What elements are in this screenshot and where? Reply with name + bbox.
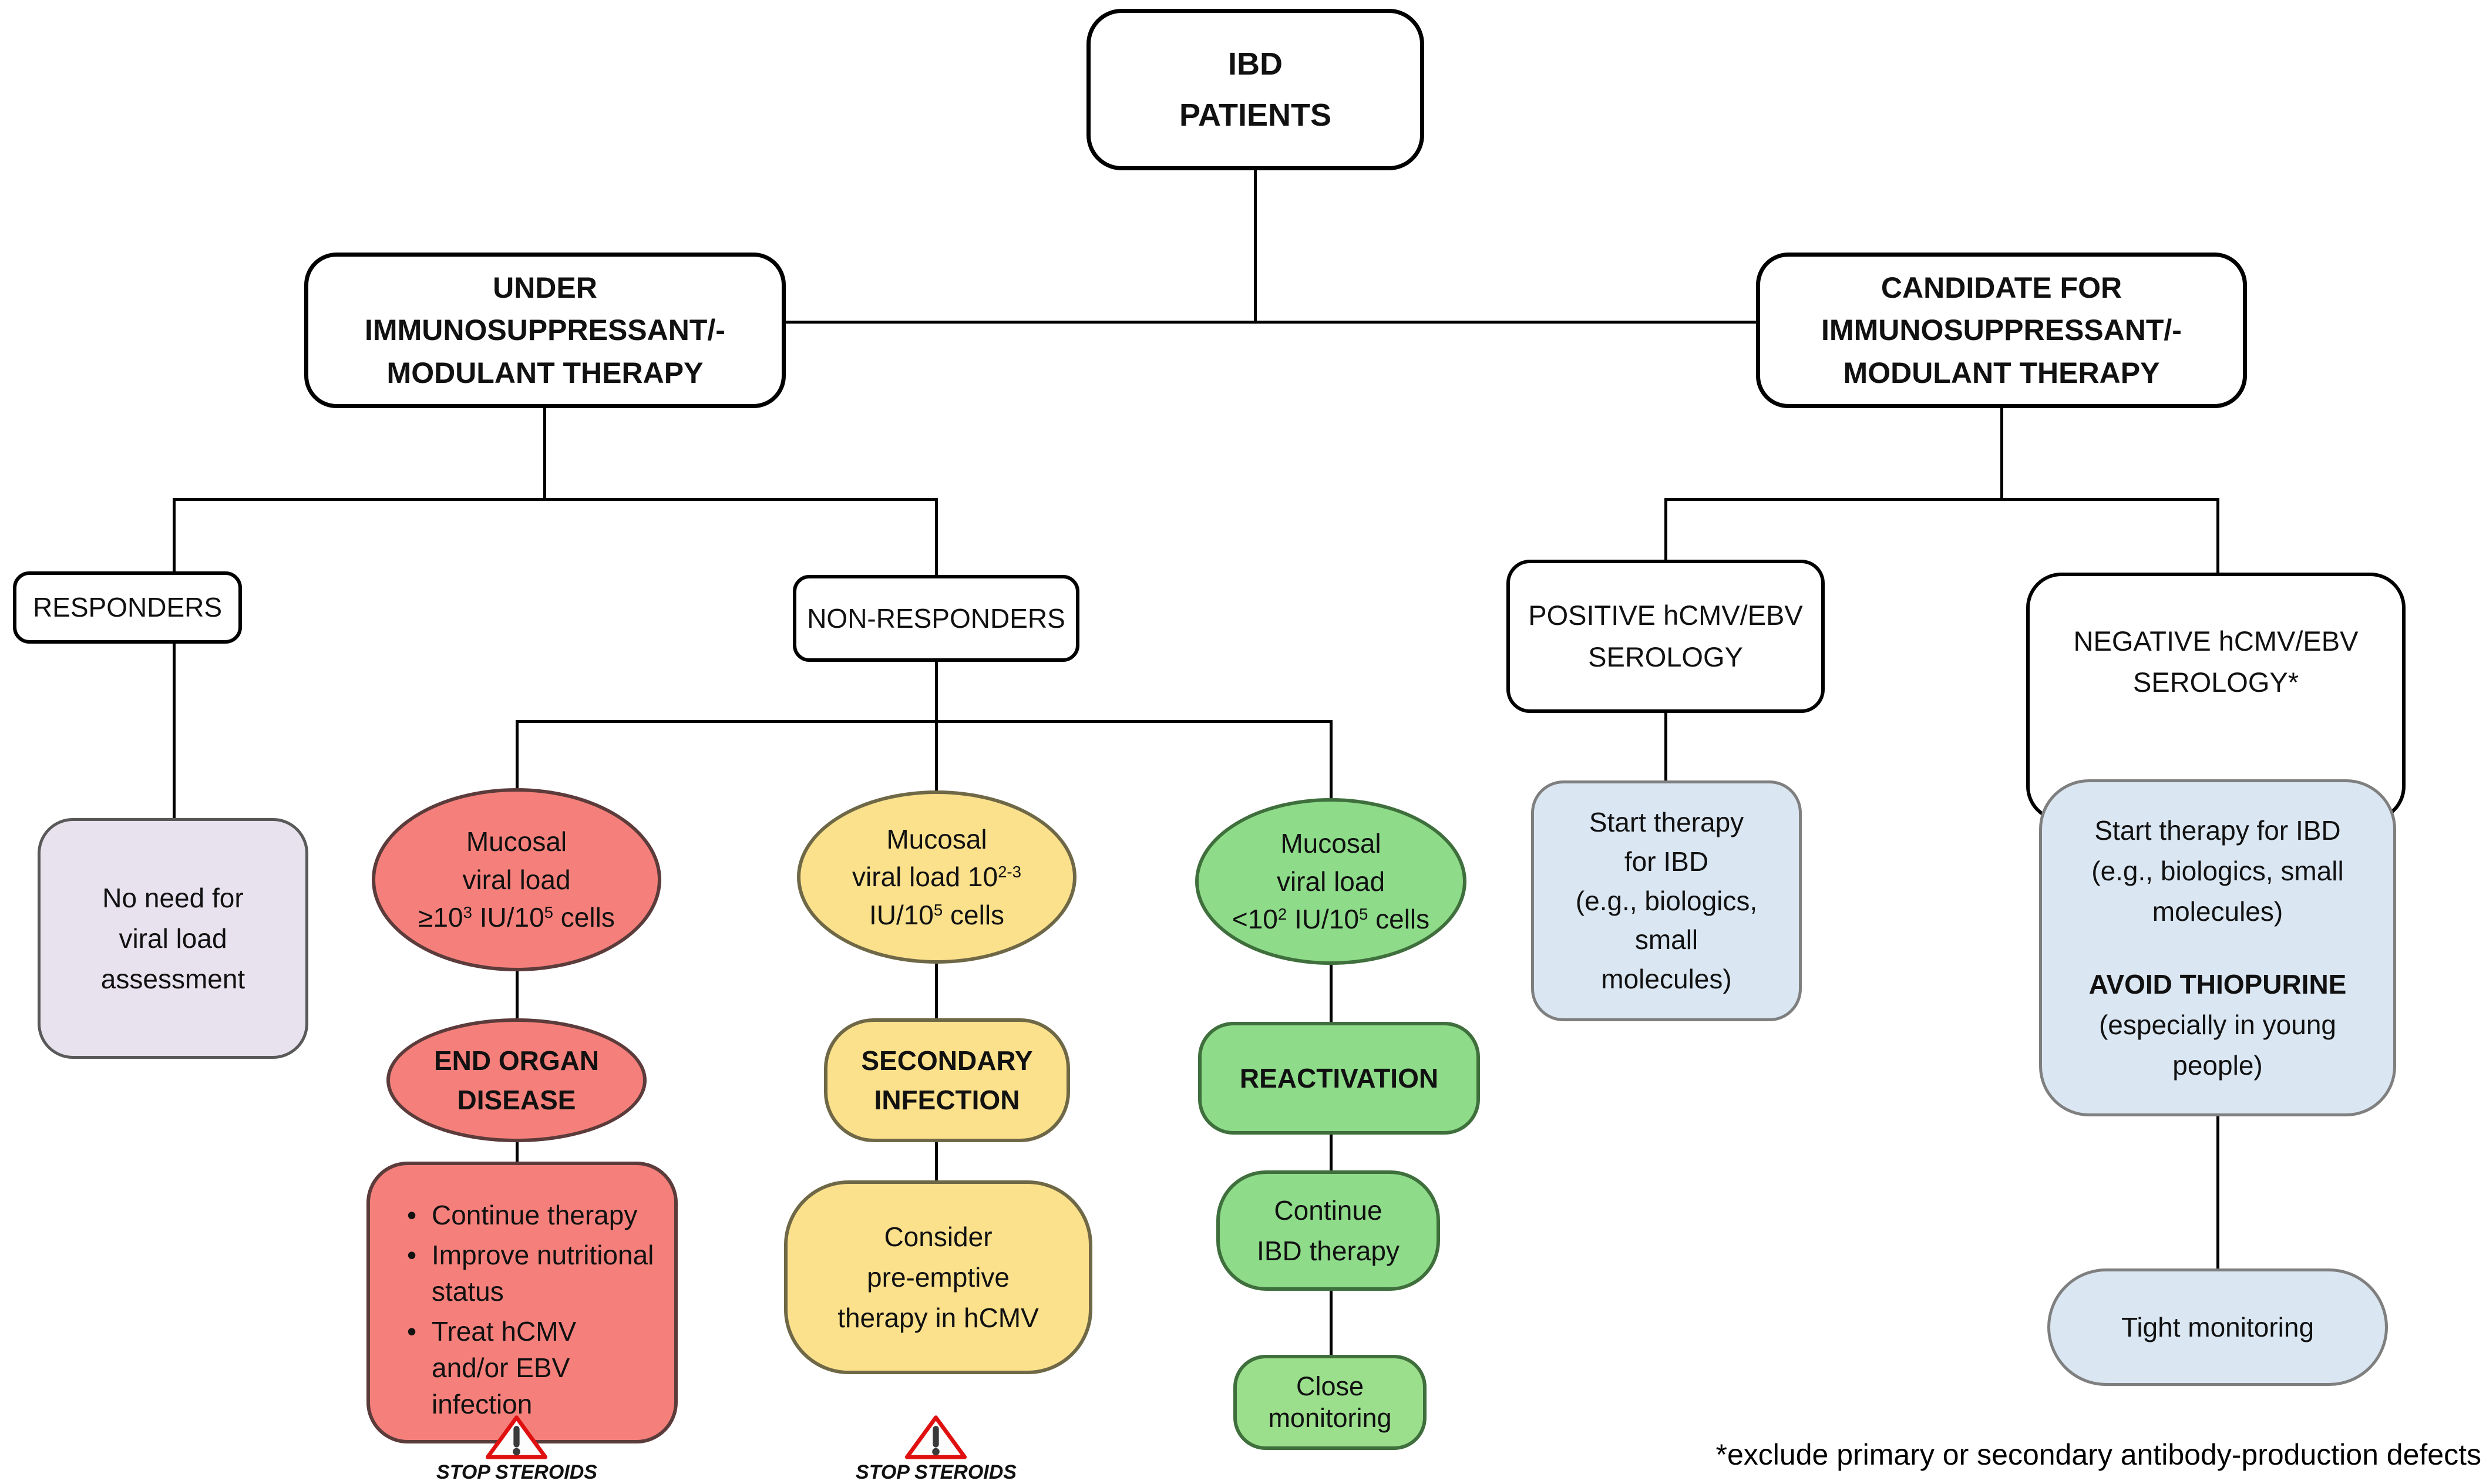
- node-end-organ-disease: END ORGAN DISEASE: [386, 1018, 647, 1142]
- node-non-responders: NON-RESPONDERS: [793, 575, 1079, 662]
- node-label: (especially in young people): [2098, 1009, 2336, 1081]
- connector: [516, 1142, 519, 1162]
- connector: [173, 644, 176, 818]
- connector: [935, 498, 938, 575]
- node-label: Consider pre-emptive therapy in hCMV: [837, 1221, 1039, 1333]
- node-label: IBD PATIENTS: [1179, 46, 1331, 133]
- node-label: END ORGAN DISEASE: [433, 1045, 600, 1115]
- node-label: Tight monitoring: [2121, 1311, 2315, 1342]
- stop-steroids-label: STOP STEROIDS: [856, 1461, 1017, 1483]
- connector: [516, 720, 519, 788]
- connector: [785, 321, 1757, 324]
- node-label: UNDER IMMUNOSUPPRESSANT/- MODULANT THERA…: [365, 271, 725, 389]
- node-label: NEGATIVE hCMV/EBV SEROLOGY*: [2073, 625, 2359, 698]
- connector: [173, 498, 937, 501]
- node-candidate-therapy: CANDIDATE FOR IMMUNOSUPPRESSANT/- MODULA…: [1756, 253, 2247, 408]
- node-label-formula: <102 IU/105 cells: [1232, 904, 1430, 935]
- node-tight-monitoring: Tight monitoring: [2047, 1268, 2388, 1386]
- node-label: Close monitoring: [1268, 1371, 1392, 1433]
- list-item: Improve nutritional status: [402, 1237, 660, 1310]
- node-label: Mucosal: [886, 823, 987, 854]
- connector: [935, 720, 938, 790]
- node-label: No need for viral load assessment: [100, 882, 245, 994]
- node-close-monitoring: Close monitoring: [1233, 1355, 1427, 1450]
- connector: [1664, 498, 1667, 560]
- node-ibd-patients: IBD PATIENTS: [1086, 9, 1424, 170]
- node-preemptive-therapy: Consider pre-emptive therapy in hCMV: [784, 1180, 1092, 1374]
- node-viral-load-mid: Mucosal viral load 102-3 IU/105 cells: [797, 790, 1077, 964]
- node-label: CANDIDATE FOR IMMUNOSUPPRESSANT/- MODULA…: [1821, 271, 2182, 389]
- connector: [543, 407, 546, 499]
- connector: [1254, 167, 1257, 322]
- connector: [516, 720, 1332, 723]
- node-label: Mucosal viral load: [462, 826, 571, 895]
- node-under-therapy: UNDER IMMUNOSUPPRESSANT/- MODULANT THERA…: [304, 253, 786, 408]
- connector: [2216, 498, 2219, 573]
- node-label: SECONDARY INFECTION: [861, 1045, 1033, 1115]
- list-item: Continue therapy: [402, 1197, 637, 1233]
- node-secondary-infection: SECONDARY INFECTION: [824, 1018, 1070, 1142]
- node-label: Mucosal viral load: [1276, 828, 1385, 897]
- connector: [173, 498, 176, 571]
- warning-triangle-icon: [904, 1415, 967, 1459]
- connector: [2000, 407, 2003, 499]
- stop-steroids-label: STOP STEROIDS: [436, 1461, 597, 1483]
- connector: [1330, 965, 1333, 1022]
- footnote: *exclude primary or secondary antibody-p…: [1715, 1438, 2481, 1471]
- connector: [1330, 1135, 1333, 1170]
- node-viral-load-low: Mucosal viral load <102 IU/105 cells: [1195, 798, 1466, 965]
- connector: [935, 964, 938, 1018]
- node-label: POSITIVE hCMV/EBV SEROLOGY: [1528, 600, 1803, 672]
- node-no-viral-load-assessment: No need for viral load assessment: [38, 818, 308, 1059]
- node-continue-ibd-therapy: Continue IBD therapy: [1216, 1170, 1440, 1291]
- connector: [1330, 1291, 1333, 1355]
- connector: [1664, 498, 2219, 501]
- node-start-therapy-negative: Start therapy for IBD (e.g., biologics, …: [2039, 779, 2396, 1116]
- warning-triangle-icon: [485, 1415, 548, 1459]
- node-viral-load-high: Mucosal viral load ≥103 IU/105 cells: [372, 788, 661, 971]
- list-item: Treat hCMV and/or EBV infection: [402, 1313, 660, 1422]
- avoid-thiopurine-label: AVOID THIOPURINE: [2088, 968, 2347, 1000]
- node-label-formula: ≥103 IU/105 cells: [418, 902, 615, 933]
- node-label: Start therapy for IBD (e.g., biologics, …: [2091, 815, 2344, 927]
- node-label: Start therapy for IBD (e.g., biologics, …: [1575, 807, 1758, 995]
- connector: [935, 1142, 938, 1180]
- connector: [516, 971, 519, 1018]
- node-label: RESPONDERS: [32, 592, 223, 623]
- node-label: NON-RESPONDERS: [807, 603, 1065, 634]
- connector: [1330, 720, 1333, 798]
- node-label: Continue IBD therapy: [1257, 1194, 1400, 1266]
- connector: [1664, 713, 1667, 780]
- node-start-therapy-positive: Start therapy for IBD (e.g., biologics, …: [1531, 780, 1802, 1021]
- connector: [2216, 1116, 2219, 1268]
- node-label: REACTIVATION: [1239, 1062, 1439, 1093]
- node-reactivation: REACTIVATION: [1198, 1022, 1480, 1135]
- connector: [935, 662, 938, 721]
- node-red-actions: Continue therapy Improve nutritional sta…: [366, 1162, 678, 1443]
- node-responders: RESPONDERS: [13, 571, 242, 644]
- node-positive-serology: POSITIVE hCMV/EBV SEROLOGY: [1506, 560, 1825, 713]
- node-label-formula: viral load 102-3: [852, 862, 1021, 893]
- node-label-formula: IU/105 cells: [869, 899, 1005, 930]
